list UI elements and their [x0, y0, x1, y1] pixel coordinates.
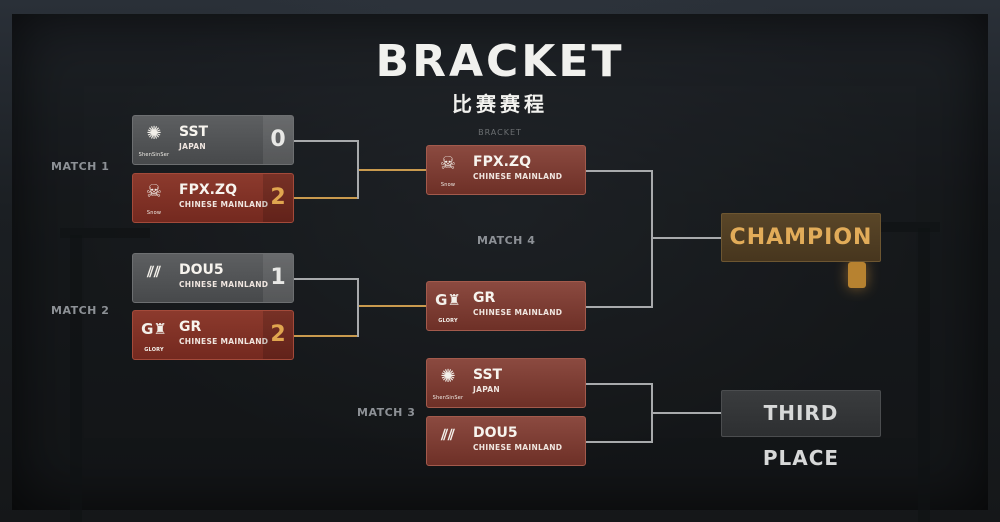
match2-team-gr[interactable]: G♜GLORY GR CHINESE MAINLAND 2 [132, 310, 294, 360]
match1-team-sst[interactable]: ✺ShenSinSer SST JAPAN 0 [132, 115, 294, 165]
team-name: FPX.ZQ [179, 182, 237, 198]
connector-line [586, 170, 652, 172]
fox-icon: ☠Snow [145, 181, 163, 216]
connector-line [294, 278, 358, 280]
team-name: FPX.ZQ [473, 154, 531, 170]
team-name: SST [179, 124, 209, 140]
connector-line [653, 412, 721, 414]
champion-slot[interactable]: CHAMPION [721, 213, 881, 262]
team-score: 1 [263, 254, 293, 302]
page-subtitle: 比赛赛程 [452, 92, 548, 116]
background-post-right [918, 228, 930, 522]
connector-line [651, 383, 653, 443]
final-team-gr[interactable]: G♜GLORY GR CHINESE MAINLAND [426, 281, 586, 331]
background-beam-left [60, 228, 150, 238]
team-region: CHINESE MAINLAND [179, 200, 269, 209]
connector-line [586, 383, 652, 385]
background-beam-right [850, 222, 940, 232]
connector-line-winner [359, 305, 426, 307]
team-name: SST [473, 367, 503, 383]
connector-line [357, 278, 359, 337]
team-name: GR [473, 290, 496, 306]
match-3-label: MATCH 3 [357, 406, 416, 419]
connector-line [586, 441, 652, 443]
third-place-slot[interactable]: THIRD PLACE [721, 390, 881, 470]
background-post-left [70, 235, 82, 522]
match-1-label: MATCH 1 [51, 160, 110, 173]
team-region: JAPAN [473, 385, 500, 394]
team-score: 0 [263, 116, 293, 164]
connector-line-winner [294, 335, 358, 337]
swirl-icon: ✺ShenSinSer [138, 123, 170, 158]
team-region: CHINESE MAINLAND [473, 308, 563, 317]
lantern-icon [848, 262, 866, 288]
third-place-team-dou5[interactable]: ⫽⫽ DOU5 CHINESE MAINLAND [426, 416, 586, 466]
connector-line [357, 140, 359, 199]
connector-line [586, 306, 652, 308]
slash-stripes-icon: ⫽⫽ [441, 426, 455, 444]
connector-line [651, 170, 653, 308]
match-2-label: MATCH 2 [51, 304, 110, 317]
third-place-team-sst[interactable]: ✺ShenSinSer SST JAPAN [426, 358, 586, 408]
team-name: DOU5 [179, 262, 224, 278]
match2-team-dou5[interactable]: ⫽⫽ DOU5 CHINESE MAINLAND 1 [132, 253, 294, 303]
team-region: CHINESE MAINLAND [473, 172, 563, 181]
gr-shield-icon: G♜GLORY [141, 320, 167, 353]
match1-team-fpx[interactable]: ☠Snow FPX.ZQ CHINESE MAINLAND 2 [132, 173, 294, 223]
team-region: CHINESE MAINLAND [179, 280, 269, 289]
connector-line-winner [294, 197, 358, 199]
team-name: DOU5 [473, 425, 518, 441]
connector-line [294, 140, 358, 142]
fox-icon: ☠Snow [439, 153, 457, 188]
gr-shield-icon: G♜GLORY [435, 291, 461, 324]
team-score: 2 [263, 311, 293, 359]
swirl-icon: ✺ShenSinSer [432, 366, 464, 401]
connector-line-winner [359, 169, 426, 171]
final-team-fpx[interactable]: ☠Snow FPX.ZQ CHINESE MAINLAND [426, 145, 586, 195]
team-name: GR [179, 319, 202, 335]
connector-line [653, 237, 721, 239]
match-4-label: MATCH 4 [477, 234, 536, 247]
team-region: JAPAN [179, 142, 206, 151]
team-score: 2 [263, 174, 293, 222]
team-region: CHINESE MAINLAND [473, 443, 563, 452]
slash-stripes-icon: ⫽⫽ [147, 263, 161, 281]
page-title: BRACKET [375, 36, 625, 87]
team-region: CHINESE MAINLAND [179, 337, 269, 346]
watermark-text: BRACKET [478, 128, 522, 137]
